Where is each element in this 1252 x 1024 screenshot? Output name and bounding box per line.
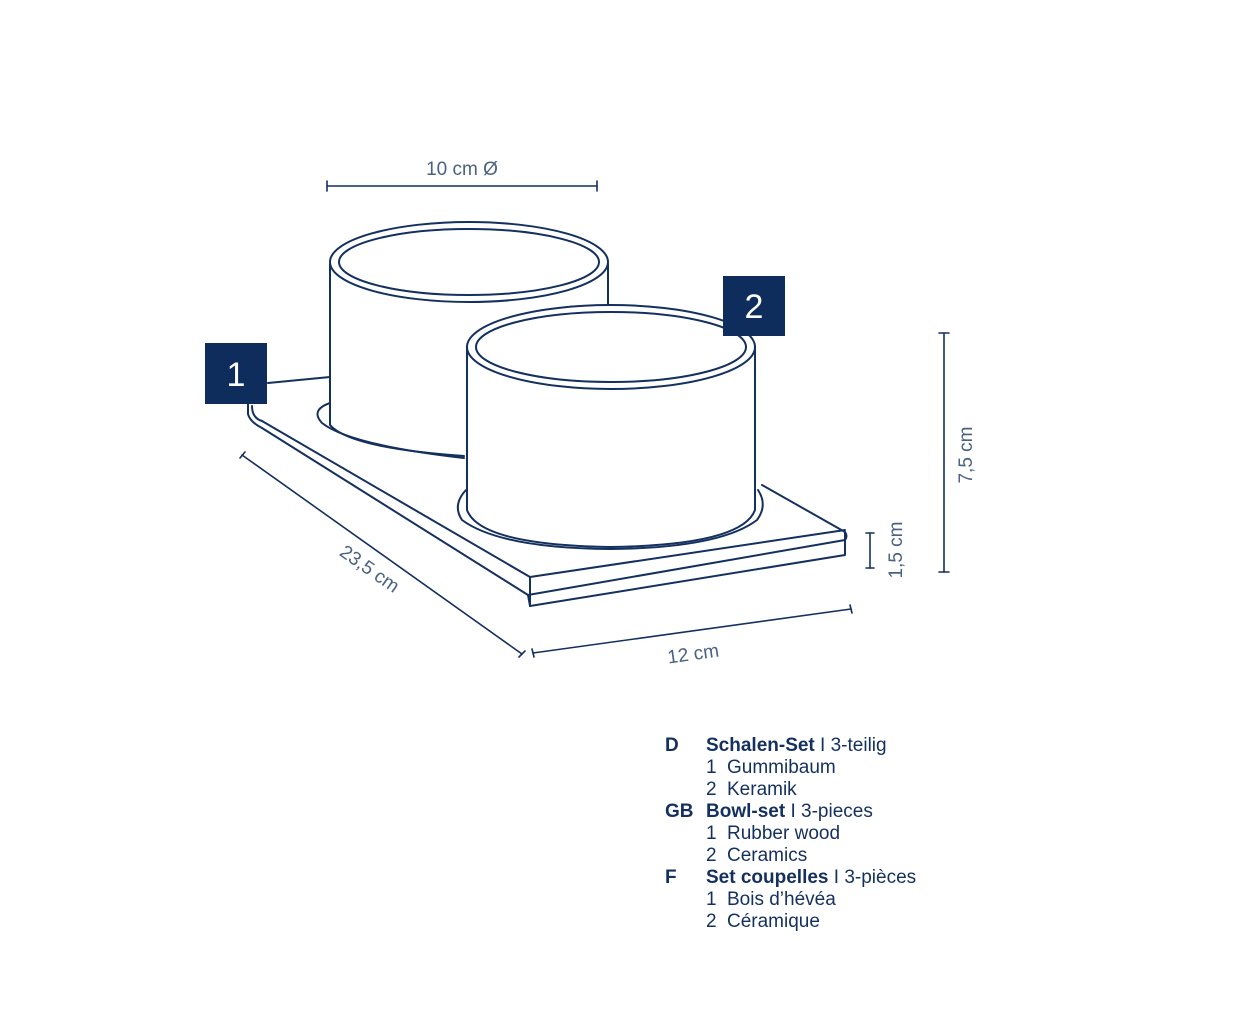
item-number: 2 (706, 911, 717, 932)
item-label: Ceramics (727, 845, 808, 866)
badge-tray: 1 (205, 343, 267, 404)
set-name: Set coupelles (706, 867, 829, 888)
dim-diameter-label: 10 cm Ø (426, 159, 498, 180)
separator: I (785, 801, 802, 822)
set-pieces: 3-teilig (830, 735, 887, 756)
set-name: Bowl-set (706, 801, 786, 822)
item-number: 1 (706, 889, 717, 910)
set-name: Schalen-Set (706, 735, 815, 756)
item-number: 2 (706, 845, 717, 866)
dim-width-label: 12 cm (666, 641, 720, 669)
set-title: Bowl-set I 3-pieces (706, 801, 873, 823)
item-label: Keramik (727, 779, 797, 800)
dim-length-label: 23,5 cm (335, 542, 402, 598)
set-pieces: 3-pieces (801, 801, 873, 822)
badge-tray-number: 1 (227, 356, 246, 394)
item-label: Céramique (727, 911, 820, 932)
dim-tray-height-label: 1,5 cm (886, 521, 907, 578)
item-number: 1 (706, 823, 717, 844)
bowl-front (466, 304, 756, 548)
language-code: GB (665, 801, 694, 822)
set-pieces: 3-pièces (844, 867, 917, 888)
language-code: F (665, 867, 677, 888)
separator: I (814, 735, 831, 756)
language-code: D (665, 735, 679, 756)
tray (247, 376, 848, 607)
bowl-back (329, 221, 609, 457)
item-number: 1 (706, 757, 717, 778)
badge-bowl: 2 (723, 276, 785, 336)
item-label: Gummibaum (727, 757, 836, 778)
item-label: Rubber wood (727, 823, 841, 844)
item-label: Bois d’hévéa (727, 889, 836, 910)
dim-total-height-label: 7,5 cm (956, 426, 977, 483)
set-title: Set coupelles I 3-pièces (706, 867, 916, 889)
set-title: Schalen-Set I 3-teilig (706, 735, 887, 757)
separator: I (828, 867, 845, 888)
item-number: 2 (706, 779, 717, 800)
badge-bowl-number: 2 (745, 288, 764, 326)
dimension-lines (239, 180, 950, 658)
